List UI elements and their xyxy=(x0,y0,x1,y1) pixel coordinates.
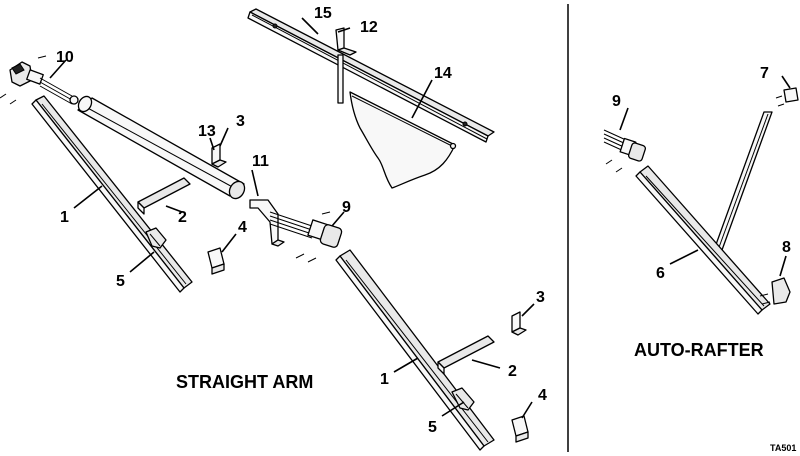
part-1-straight-arm-left xyxy=(31,95,193,293)
part-2-brace-right xyxy=(437,335,495,375)
callout-4-lower: 4 xyxy=(538,387,547,404)
part-6-auto-rafter-arm xyxy=(635,111,773,315)
part-14-awning-fabric xyxy=(349,91,457,189)
callout-1-left: 1 xyxy=(60,209,69,226)
callout-3-upper: 3 xyxy=(236,113,245,130)
callout-3-lower: 3 xyxy=(536,289,545,306)
part-1-straight-arm-right xyxy=(335,249,495,451)
callout-9-auto: 9 xyxy=(612,93,621,110)
callout-5-left: 5 xyxy=(116,273,125,290)
leader-lines xyxy=(49,17,791,419)
callout-13: 13 xyxy=(198,123,216,140)
figure-reference: TA501 xyxy=(770,443,796,453)
part-9-spring-fitting-center xyxy=(269,211,343,263)
part-12-bracket xyxy=(335,27,357,104)
part-8-end-fitting-auto xyxy=(759,277,791,305)
part-3-clip-upper xyxy=(211,143,227,168)
section-label-auto-rafter: AUTO-RAFTER xyxy=(634,340,764,360)
callout-6: 6 xyxy=(656,265,665,282)
callout-14: 14 xyxy=(434,65,452,82)
section-label-straight-arm: STRAIGHT ARM xyxy=(176,372,313,392)
callout-1-right: 1 xyxy=(380,371,389,388)
part-4-clip-upper xyxy=(207,247,225,275)
callout-11: 11 xyxy=(252,153,269,170)
part-9-spring-fitting-auto xyxy=(603,129,646,173)
callout-7: 7 xyxy=(760,65,769,82)
part-15-awning-rail xyxy=(247,8,495,143)
callout-4-upper: 4 xyxy=(238,219,247,236)
callout-12: 12 xyxy=(360,19,378,36)
callout-2-left: 2 xyxy=(178,209,187,226)
part-13-tube xyxy=(77,95,246,200)
callout-8: 8 xyxy=(782,239,791,256)
callout-5-right: 5 xyxy=(428,419,437,436)
callout-10: 10 xyxy=(56,49,74,66)
part-3-clip-lower xyxy=(511,311,527,336)
callout-2-right: 2 xyxy=(508,363,517,380)
callout-9-center: 9 xyxy=(342,199,351,216)
part-2-brace-left xyxy=(137,177,191,215)
part-4-clip-lower xyxy=(511,415,529,443)
callout-15: 15 xyxy=(314,5,332,22)
part-7-end-cap xyxy=(775,87,799,107)
part-11-bracket xyxy=(249,199,285,247)
part-10-end-fitting xyxy=(0,55,79,105)
